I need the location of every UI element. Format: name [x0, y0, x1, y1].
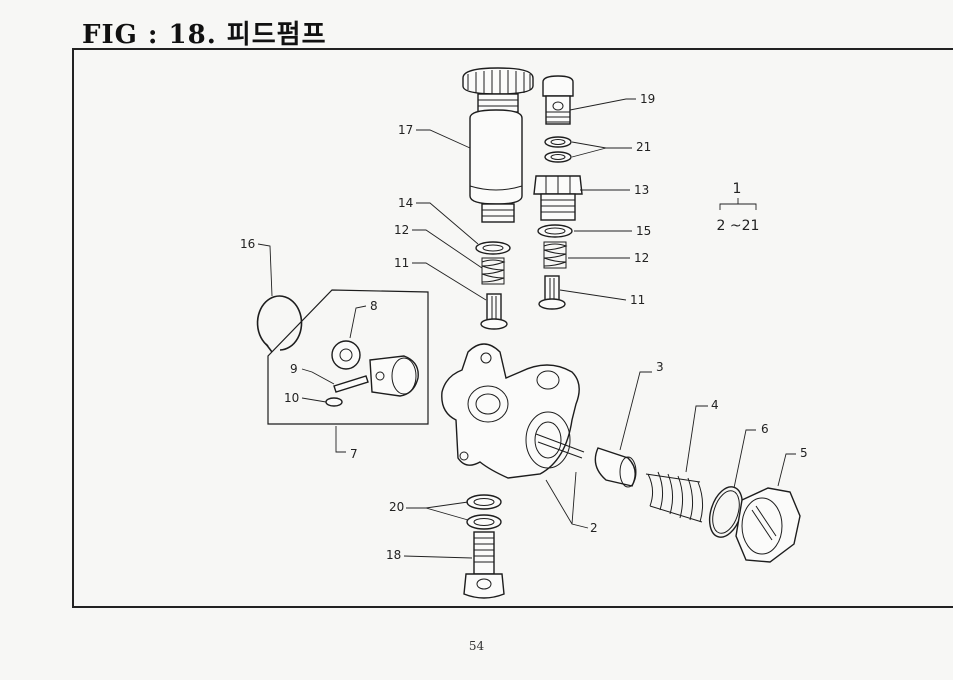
- drawing-frame: [72, 48, 953, 608]
- callout-20: 20: [389, 500, 404, 514]
- callout-15: 15: [636, 224, 651, 238]
- callout-7: 7: [350, 447, 358, 461]
- callout-9: 9: [290, 362, 298, 376]
- part-16-snap-ring: [256, 295, 303, 353]
- callout-11-left: 11: [394, 256, 409, 270]
- callout-16: 16: [240, 237, 255, 251]
- callout-5: 5: [800, 446, 808, 460]
- callout-21: 21: [636, 140, 651, 154]
- part-17-priming-pump: [462, 67, 534, 223]
- part-12-spring-left: [481, 257, 506, 285]
- callout-17: 17: [398, 123, 413, 137]
- callout-4: 4: [711, 398, 719, 412]
- page-number: 54: [468, 639, 485, 653]
- callout-19: 19: [640, 92, 655, 106]
- callout-2: 2: [590, 521, 598, 535]
- part-11-check-valve-right: [538, 275, 566, 310]
- figure-title: FIG : 18. 피드펌프: [82, 20, 327, 50]
- callout-13: 13: [634, 183, 649, 197]
- part-18-eye-bolt: [463, 531, 505, 599]
- part-11-check-valve-left: [480, 293, 508, 330]
- callout-10: 10: [284, 391, 299, 405]
- callout-12-left: 12: [394, 223, 409, 237]
- part-7-tappet-assembly: [267, 289, 429, 453]
- leader-lines: [257, 98, 796, 559]
- part-4-spring: [645, 471, 704, 523]
- callout-6: 6: [761, 422, 769, 436]
- callout-labels: 19 21 17 13 14 15 12 12 11 11 16 8 9 10 …: [240, 92, 808, 562]
- part-3-sleeve: [594, 447, 637, 488]
- callout-11-right: 11: [630, 293, 645, 307]
- part-14-gasket: [475, 241, 511, 255]
- part-15-gasket: [537, 224, 573, 238]
- part-21-gaskets: [544, 136, 572, 163]
- callout-18: 18: [386, 548, 401, 562]
- part-13-valve-holder: [533, 175, 583, 221]
- callout-14: 14: [398, 196, 413, 210]
- assembly-range-label: 2 ~21: [717, 218, 760, 234]
- part-2-pump-housing: [441, 343, 585, 479]
- part-12-spring-right: [543, 241, 568, 269]
- callout-8: 8: [370, 299, 378, 313]
- assembly-bracket: 1 2 ~21: [717, 181, 760, 234]
- part-5-plug: [735, 487, 801, 563]
- part-19-eye-bolt: [542, 75, 574, 125]
- part-20-gaskets: [466, 494, 502, 530]
- callout-3: 3: [656, 360, 664, 374]
- callout-12-right: 12: [634, 251, 649, 265]
- assembly-parent-label: 1: [733, 181, 742, 197]
